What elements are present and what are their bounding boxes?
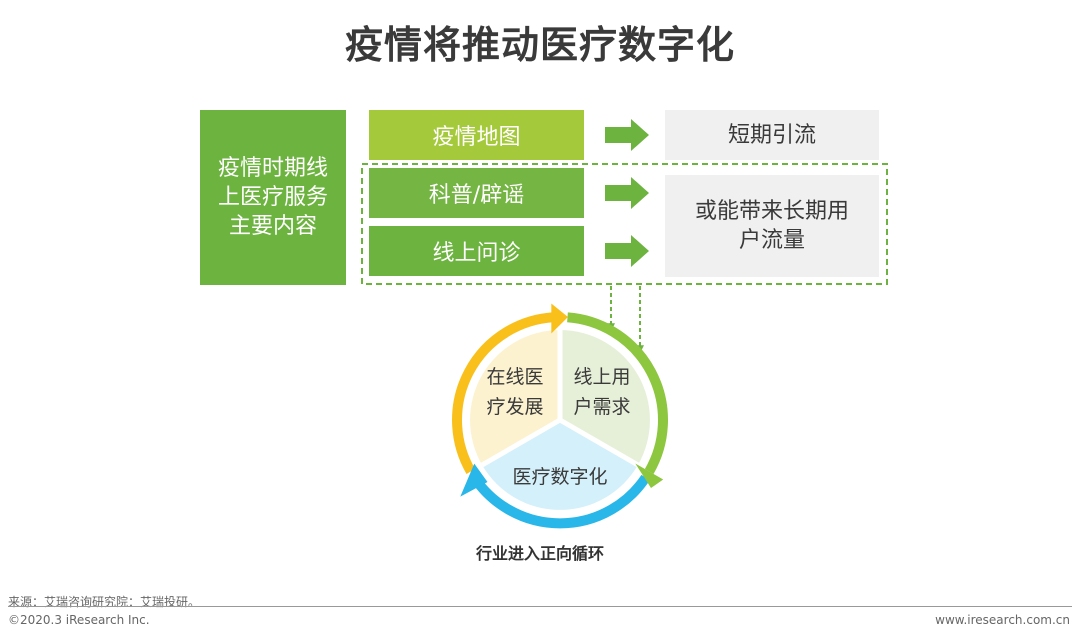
page-title: 疫情将推动医疗数字化	[344, 23, 735, 67]
cycle-label-online-medical: 在线医疗发展	[486, 366, 544, 418]
item-label: 线上问诊	[432, 241, 521, 266]
main-content-label: 疫情时期线上医疗服务主要内容	[217, 156, 328, 239]
cycle-arc-blue	[470, 474, 650, 529]
item-label: 科普/辟谣	[428, 183, 525, 208]
sector-digitalization	[482, 420, 638, 510]
cycle-label-digitalization: 医疗数字化	[512, 466, 608, 488]
cycle-arrowhead-green	[635, 463, 664, 488]
right-arrow-icon	[605, 177, 649, 209]
cycle-caption: 行业进入正向循环	[475, 544, 604, 563]
footer-divider	[8, 606, 1072, 607]
item-epidemic-map: 疫情地图	[369, 110, 584, 160]
arrow-icons	[605, 119, 649, 267]
main-content-box: 疫情时期线上医疗服务主要内容	[200, 110, 346, 285]
cycle-arrowhead-blue	[460, 463, 488, 497]
dashed-group-border	[361, 163, 888, 285]
right-arrow-icon	[605, 235, 649, 267]
cycle-arc-yellow	[452, 312, 553, 474]
cycle-arrowhead-yellow	[551, 303, 568, 334]
item-online-consult: 线上问诊	[369, 226, 584, 276]
source-note: 来源：艾瑞咨询研究院：艾瑞投研。	[8, 595, 201, 609]
item-science-rumor: 科普/辟谣	[369, 168, 584, 218]
result-label: 短期引流	[727, 122, 816, 148]
result-long-term: 或能带来长期用户流量	[665, 175, 879, 277]
copyright: ©2020.3 iResearch Inc.	[8, 613, 150, 627]
cycle-arc-green	[567, 312, 668, 474]
cycle-label-user-demand: 线上用户需求	[573, 366, 631, 418]
website-link: www.iresearch.com.cn	[935, 613, 1070, 627]
item-label: 疫情地图	[432, 125, 521, 150]
result-label: 或能带来长期用户流量	[694, 199, 849, 253]
result-short-term: 短期引流	[665, 110, 879, 160]
right-arrow-icon	[605, 119, 649, 151]
